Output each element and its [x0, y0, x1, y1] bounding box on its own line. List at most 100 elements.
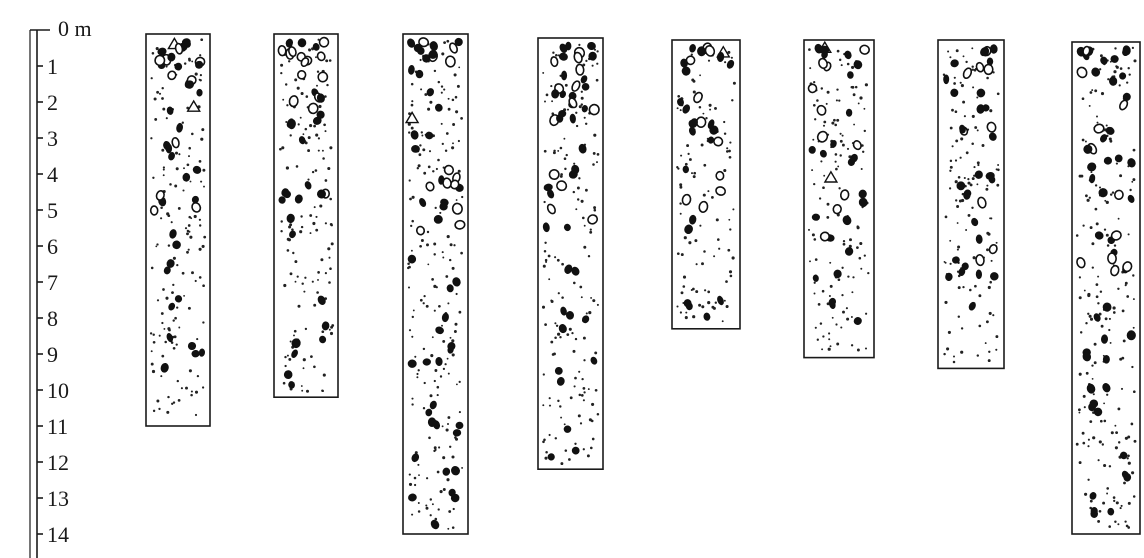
matrix-dot — [416, 376, 418, 378]
matrix-dot — [313, 365, 316, 368]
matrix-dot — [840, 140, 843, 143]
matrix-dot — [544, 101, 546, 103]
matrix-dot — [813, 104, 816, 107]
matrix-dot — [544, 323, 547, 326]
matrix-dot — [1116, 163, 1118, 165]
matrix-dot — [417, 167, 419, 169]
matrix-dot — [185, 387, 188, 390]
borehole-column — [804, 40, 874, 358]
matrix-dot — [328, 281, 331, 284]
matrix-dot — [691, 53, 693, 55]
matrix-dot — [416, 373, 418, 375]
matrix-dot — [1097, 302, 1099, 304]
matrix-dot — [447, 416, 450, 419]
matrix-dot — [578, 371, 580, 373]
matrix-dot — [154, 118, 157, 121]
matrix-dot — [329, 198, 332, 201]
open-clast — [455, 220, 466, 230]
matrix-dot — [448, 373, 450, 375]
matrix-dot — [972, 115, 975, 118]
matrix-dot — [823, 125, 825, 127]
matrix-dot — [428, 166, 431, 169]
depth-tick-label: 7 — [47, 270, 58, 295]
matrix-dot — [733, 82, 736, 85]
matrix-dot — [1104, 200, 1106, 202]
matrix-dot — [1084, 406, 1086, 408]
matrix-dot — [952, 145, 954, 147]
matrix-dot — [446, 478, 449, 481]
matrix-dot — [573, 163, 575, 165]
matrix-dot — [450, 243, 453, 246]
matrix-dot — [307, 149, 310, 152]
matrix-dot — [1119, 358, 1122, 361]
matrix-dot — [559, 405, 561, 407]
matrix-dot — [410, 225, 412, 227]
matrix-dot — [432, 170, 434, 172]
matrix-dot — [564, 168, 566, 170]
matrix-dot — [409, 329, 411, 331]
matrix-dot — [459, 411, 461, 413]
matrix-dot — [293, 334, 295, 336]
matrix-dot — [194, 215, 197, 218]
matrix-dot — [1096, 222, 1099, 225]
matrix-dot — [687, 153, 689, 155]
matrix-dot — [281, 146, 284, 149]
matrix-dot — [196, 338, 198, 340]
matrix-dot — [313, 125, 316, 128]
matrix-dot — [587, 454, 590, 457]
matrix-dot — [1080, 175, 1083, 178]
matrix-dot — [679, 183, 682, 186]
matrix-dot — [1089, 105, 1091, 107]
matrix-dot — [1106, 493, 1108, 495]
matrix-dot — [955, 159, 957, 161]
matrix-dot — [729, 142, 731, 144]
matrix-dot — [285, 83, 287, 85]
matrix-dot — [190, 217, 192, 219]
matrix-dot — [455, 110, 458, 113]
matrix-dot — [183, 295, 185, 297]
matrix-dot — [314, 206, 316, 208]
matrix-dot — [438, 305, 441, 308]
matrix-dot — [997, 169, 1000, 172]
matrix-dot — [327, 167, 330, 170]
matrix-dot — [677, 95, 680, 98]
matrix-dot — [287, 355, 289, 357]
matrix-dot — [175, 152, 178, 155]
matrix-dot — [454, 330, 457, 333]
matrix-dot — [977, 164, 979, 166]
matrix-dot — [449, 446, 451, 448]
matrix-dot — [544, 457, 547, 460]
matrix-dot — [441, 92, 443, 94]
matrix-dot — [682, 285, 685, 288]
matrix-dot — [325, 130, 327, 132]
matrix-dot — [1079, 296, 1082, 299]
open-clast — [317, 72, 328, 83]
matrix-dot — [1082, 224, 1084, 226]
matrix-dot — [956, 49, 959, 52]
matrix-dot — [451, 146, 454, 149]
matrix-dot — [309, 214, 312, 217]
matrix-dot — [563, 138, 565, 140]
matrix-dot — [429, 101, 432, 104]
matrix-dot — [971, 207, 973, 209]
matrix-dot — [545, 261, 547, 263]
matrix-dot — [717, 238, 720, 241]
matrix-dot — [325, 222, 327, 224]
matrix-dot — [581, 91, 583, 93]
matrix-dot — [996, 242, 998, 244]
matrix-dot — [556, 325, 558, 327]
matrix-dot — [853, 124, 855, 126]
matrix-dot — [323, 374, 326, 377]
borehole-columns — [146, 34, 1140, 534]
matrix-dot — [441, 85, 443, 87]
matrix-dot — [865, 83, 868, 86]
matrix-dot — [724, 300, 726, 302]
matrix-dot — [420, 88, 422, 90]
matrix-dot — [708, 60, 710, 62]
matrix-dot — [1094, 361, 1097, 364]
matrix-dot — [177, 380, 179, 382]
matrix-dot — [1126, 295, 1129, 298]
matrix-dot — [446, 428, 449, 431]
matrix-dot — [436, 286, 438, 288]
matrix-dot — [973, 166, 975, 168]
